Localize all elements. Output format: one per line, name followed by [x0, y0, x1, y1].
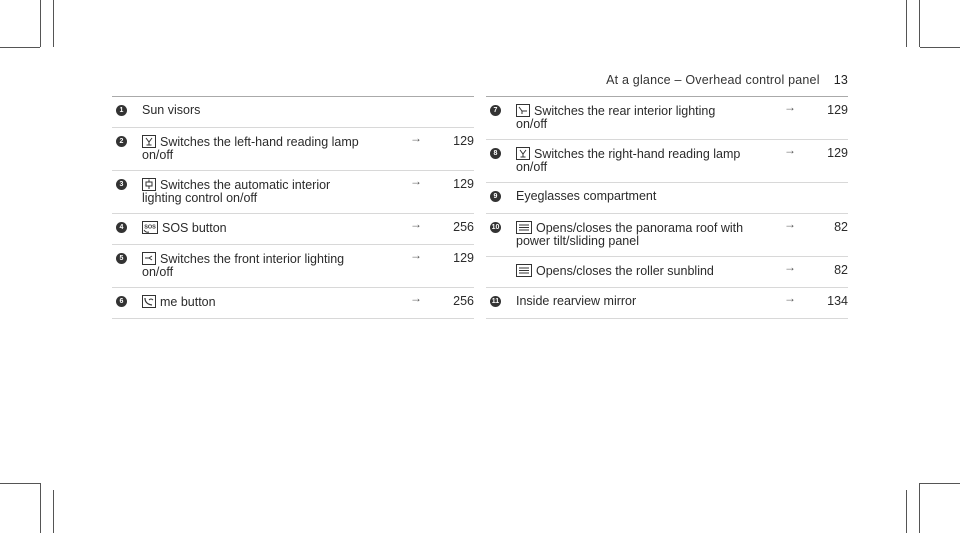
- page-reference-arrow-icon: →: [410, 174, 422, 188]
- crop-mark: [919, 483, 920, 533]
- item-description: Opens/closes the panorama roof with powe…: [516, 221, 746, 248]
- page-reference-link[interactable]: 82: [834, 220, 848, 234]
- page-reference-arrow-icon: →: [784, 217, 796, 231]
- sos-icon: SOS: [142, 221, 158, 234]
- crop-mark: [920, 47, 960, 48]
- page-reference-arrow-icon: →: [410, 217, 422, 231]
- legend-row: 3 Switches the automatic interior lightin…: [112, 170, 474, 213]
- rear-interior-light-icon: [516, 104, 530, 117]
- item-description: Inside rearview mirror: [516, 295, 746, 308]
- item-number-badge: 9: [490, 191, 501, 202]
- crop-mark: [53, 0, 54, 47]
- left-legend-list: 1 Sun visors 2 Switches the left-hand readi…: [112, 96, 474, 319]
- item-number-badge: 3: [116, 179, 127, 190]
- item-description: SOS SOS button: [142, 221, 372, 235]
- crop-mark: [906, 0, 907, 47]
- crop-mark: [0, 483, 40, 484]
- item-description: Eyeglasses compartment: [516, 190, 746, 203]
- item-number-badge: 1: [116, 105, 127, 116]
- svg-text:SOS: SOS: [144, 225, 156, 231]
- legend-row: 7 Switches the rear interior lighting on/…: [486, 96, 848, 139]
- crop-mark: [53, 490, 54, 533]
- item-number-badge: 5: [116, 253, 127, 264]
- item-description: Switches the left-hand reading lamp on/o…: [142, 135, 372, 162]
- page-reference-arrow-icon: →: [410, 291, 422, 305]
- page-header: At a glance – Overhead control panel 13: [606, 73, 848, 87]
- legend-row: Opens/closes the roller sunblind → 82: [486, 256, 848, 287]
- page-reference-arrow-icon: →: [784, 291, 796, 305]
- legend-row: 11 Inside rearview mirror → 134: [486, 287, 848, 319]
- item-number-badge: 6: [116, 296, 127, 307]
- item-text: Switches the right-hand reading lamp on/…: [516, 147, 741, 174]
- panorama-roof-icon: [516, 221, 532, 234]
- legend-row: 5 Switches the front interior lighting on…: [112, 244, 474, 287]
- page-title: At a glance – Overhead control panel: [606, 73, 820, 87]
- right-legend-list: 7 Switches the rear interior lighting on/…: [486, 96, 848, 319]
- crop-mark: [40, 0, 41, 47]
- page-reference-link[interactable]: 256: [453, 220, 474, 234]
- item-text: SOS button: [162, 221, 227, 235]
- legend-row: 8 Switches the right-hand reading lamp on…: [486, 139, 848, 182]
- item-text: Switches the automatic interior lighting…: [142, 178, 331, 205]
- legend-row: 6 me button → 256: [112, 287, 474, 319]
- page-reference-link[interactable]: 129: [827, 103, 848, 117]
- page-reference-link[interactable]: 82: [834, 263, 848, 277]
- page-reference-arrow-icon: →: [784, 100, 796, 114]
- item-description: Opens/closes the roller sunblind: [516, 264, 746, 278]
- item-text: Eyeglasses compartment: [516, 189, 657, 203]
- item-text: Switches the rear interior lighting on/o…: [516, 104, 716, 131]
- legend-row: 2 Switches the left-hand reading lamp on/…: [112, 127, 474, 170]
- item-text: Sun visors: [142, 103, 201, 117]
- item-description: Switches the rear interior lighting on/o…: [516, 104, 746, 131]
- legend-row: 9 Eyeglasses compartment: [486, 182, 848, 213]
- crop-mark: [920, 483, 960, 484]
- automatic-interior-light-icon: [142, 178, 156, 191]
- crop-mark: [0, 47, 40, 48]
- item-text: Switches the front interior lighting on/…: [142, 252, 345, 279]
- legend-row: 1 Sun visors: [112, 96, 474, 127]
- me-phone-icon: [142, 295, 156, 308]
- page-reference-arrow-icon: →: [410, 131, 422, 145]
- page-reference-link[interactable]: 256: [453, 294, 474, 308]
- item-description: Switches the front interior lighting on/…: [142, 252, 372, 279]
- crop-mark: [919, 0, 920, 47]
- item-text: Switches the left-hand reading lamp on/o…: [142, 135, 359, 162]
- item-description: Switches the right-hand reading lamp on/…: [516, 147, 746, 174]
- item-text: Opens/closes the panorama roof with powe…: [516, 221, 744, 248]
- item-number-badge: 7: [490, 105, 501, 116]
- item-description: me button: [142, 295, 372, 309]
- item-number-badge: 4: [116, 222, 127, 233]
- crop-mark: [906, 490, 907, 533]
- item-text: Opens/closes the roller sunblind: [536, 264, 714, 278]
- roller-sunblind-icon: [516, 264, 532, 277]
- page-reference-arrow-icon: →: [784, 143, 796, 157]
- page-reference-arrow-icon: →: [784, 260, 796, 274]
- page-reference-link[interactable]: 129: [453, 177, 474, 191]
- page-reference-link[interactable]: 129: [453, 251, 474, 265]
- item-number-badge: 8: [490, 148, 501, 159]
- reading-lamp-icon: [142, 135, 156, 148]
- item-text: Inside rearview mirror: [516, 294, 637, 308]
- item-text: me button: [160, 295, 216, 309]
- page-reference-link[interactable]: 129: [827, 146, 848, 160]
- page-reference-arrow-icon: →: [410, 248, 422, 262]
- page-reference-link[interactable]: 129: [453, 134, 474, 148]
- page-reference-link[interactable]: 134: [827, 294, 848, 308]
- item-description: Sun visors: [142, 104, 372, 117]
- reading-lamp-icon: [516, 147, 530, 160]
- item-number-badge: 10: [490, 222, 501, 233]
- item-description: Switches the automatic interior lighting…: [142, 178, 372, 205]
- crop-mark: [40, 483, 41, 533]
- legend-row: 4 SOS SOS button → 256: [112, 213, 474, 244]
- front-interior-light-icon: [142, 252, 156, 265]
- page-number: 13: [833, 73, 848, 87]
- item-number-badge: 2: [116, 136, 127, 147]
- item-number-badge: 11: [490, 296, 501, 307]
- legend-row: 10 Opens/closes the panorama roof with po…: [486, 213, 848, 256]
